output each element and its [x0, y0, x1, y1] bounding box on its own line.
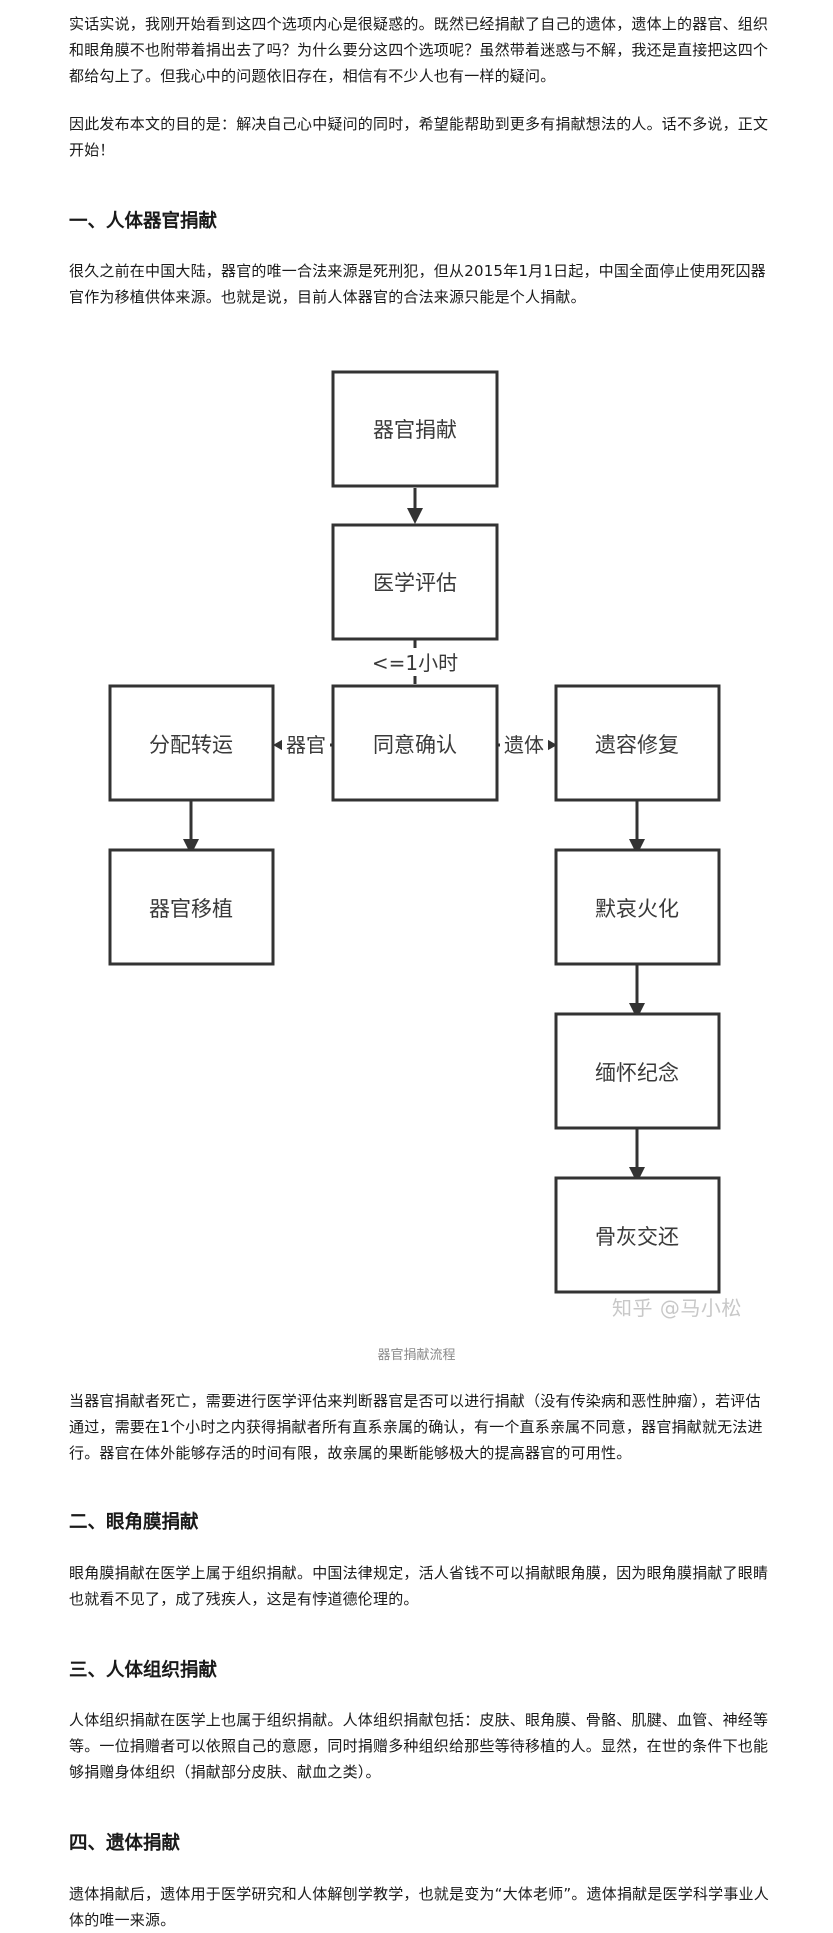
node-label-organ-donation: 器官捐献	[373, 418, 457, 442]
intro-paragraph-1: 实话实说，我刚开始看到这四个选项内心是很疑惑的。既然已经捐献了自己的遗体，遗体上…	[69, 15, 769, 85]
section-heading-tissue-donation: 三、人体组织捐献	[69, 1660, 218, 1681]
node-organ-transplant: 器官移植	[108, 848, 275, 966]
node-allocation-transport: 分配转运	[108, 684, 275, 802]
node-label-consent-confirmation: 同意确认	[373, 733, 457, 757]
zhihu-watermark: 知乎 @马小松	[612, 1296, 742, 1320]
node-remains-restoration: 遗容修复	[554, 684, 721, 802]
node-label-allocation-transport: 分配转运	[149, 733, 233, 757]
edge-label-organ: 器官	[286, 733, 326, 757]
node-label-ashes-return: 骨灰交还	[595, 1225, 679, 1249]
node-label-remains-restoration: 遗容修复	[595, 733, 679, 757]
node-label-medical-evaluation: 医学评估	[373, 571, 457, 595]
section-heading-body-donation: 四、遗体捐献	[69, 1833, 181, 1854]
section1-paragraph-2: 当器官捐献者死亡，需要进行医学评估来判断器官是否可以进行捐献（没有传染病和恶性肿…	[69, 1392, 763, 1462]
edge-label-time-limit: <=1小时	[372, 651, 458, 675]
node-label-memorial: 缅怀纪念	[595, 1061, 679, 1085]
section-heading-organ-donation: 一、人体器官捐献	[69, 211, 218, 232]
node-organ-donation: 器官捐献	[331, 370, 499, 488]
node-label-cremation: 默哀火化	[595, 897, 679, 921]
edge-label-body: 遗体	[504, 733, 544, 757]
section1-paragraph-1: 很久之前在中国大陆，器官的唯一合法来源是死刑犯，但从2015年1月1日起，中国全…	[69, 262, 766, 306]
section3-paragraph-1: 人体组织捐献在医学上也属于组织捐献。人体组织捐献包括：皮肤、眼角膜、骨骼、肌腱、…	[69, 1711, 769, 1781]
diagram-caption: 器官捐献流程	[377, 1348, 456, 1363]
node-label-organ-transplant: 器官移植	[149, 897, 233, 921]
node-consent-confirmation: 同意确认	[331, 684, 499, 802]
node-medical-evaluation: 医学评估	[331, 523, 499, 641]
section4-paragraph-1: 遗体捐献后，遗体用于医学研究和人体解刨学教学，也就是变为“大体老师”。遗体捐献是…	[69, 1885, 769, 1929]
node-memorial: 缅怀纪念	[554, 1012, 721, 1130]
section2-paragraph-1: 眼角膜捐献在医学上属于组织捐献。中国法律规定，活人省钱不可以捐献眼角膜，因为眼角…	[69, 1564, 769, 1608]
section-heading-cornea-donation: 二、眼角膜捐献	[69, 1512, 199, 1533]
intro-paragraph-2: 因此发布本文的目的是：解决自己心中疑问的同时，希望能帮助到更多有捐献想法的人。话…	[69, 115, 769, 159]
node-ashes-return: 骨灰交还	[554, 1176, 721, 1294]
node-cremation: 默哀火化	[554, 848, 721, 966]
organ-donation-flow-diagram: <=1小时 器官 遗体 器官捐献 医学评估 同意确认 分配转运 器官移植 遗容修…	[108, 370, 721, 1294]
